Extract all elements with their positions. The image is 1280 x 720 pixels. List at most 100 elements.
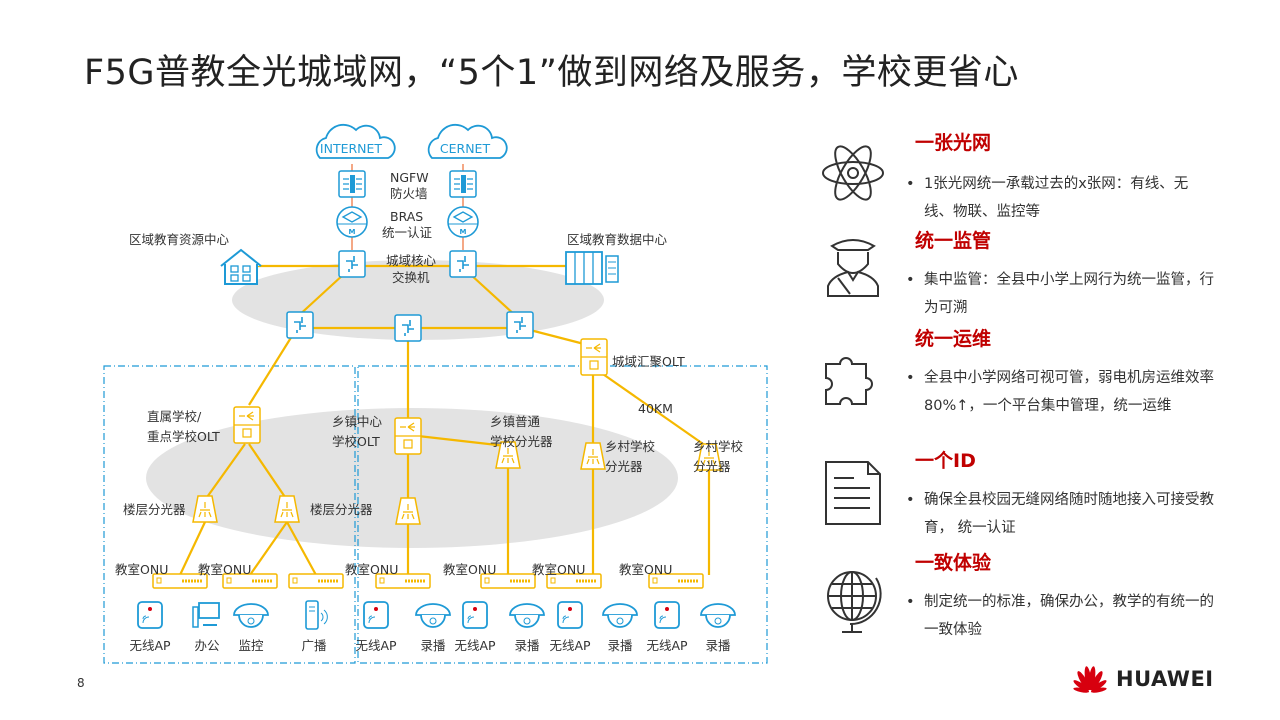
- endpoint-label: 无线AP: [355, 638, 397, 653]
- document-icon: [825, 461, 881, 525]
- village-splitter-label: 乡村学校: [605, 439, 656, 454]
- onu-label: 教室ONU: [619, 562, 672, 577]
- village-splitter-label-2: 分光器: [693, 459, 731, 474]
- direct-school-olt-label: 直属学校/: [147, 409, 202, 424]
- resource-center-label: 区域教育资源中心: [129, 232, 230, 247]
- wireless-ap-icon: [363, 601, 389, 629]
- feature-bullet: 1张光网统一承载过去的x张网：有线、无线、物联、监控等: [906, 170, 1214, 226]
- resource-center-house-icon: [220, 248, 262, 285]
- onu-device-icon: [287, 572, 345, 590]
- svg-text:M: M: [349, 228, 356, 236]
- right-region-box: [357, 365, 768, 664]
- data-center-label: 区域教育数据中心: [567, 232, 668, 247]
- feature-title: 一张光网: [915, 132, 992, 154]
- data-center-icon: [565, 251, 619, 285]
- endpoint-label: 录播: [514, 638, 540, 653]
- globe-icon: [827, 571, 882, 633]
- core-switch-icon: [338, 250, 366, 278]
- village-splitter-label: 乡村学校: [693, 439, 744, 454]
- town-splitter-label: 乡镇普通: [490, 414, 541, 429]
- wireless-ap-icon: [557, 601, 583, 629]
- town-center-olt-label-2: 学校OLT: [332, 434, 380, 449]
- core-switch-label-2: 交换机: [392, 270, 430, 285]
- town-center-olt-icon: [394, 417, 422, 455]
- feature-title: 一致体验: [915, 552, 992, 574]
- camera-icon: [509, 603, 545, 628]
- bras-router-icon: M: [447, 206, 479, 238]
- endpoint-label: 无线AP: [549, 638, 591, 653]
- endpoint-label: 录播: [705, 638, 731, 653]
- feature-title: 一个ID: [915, 450, 976, 472]
- splitter-icon: [580, 442, 606, 470]
- town-center-olt-label: 乡镇中心: [332, 414, 383, 429]
- aggregation-switch-icon: [506, 311, 534, 339]
- endpoint-label: 无线AP: [129, 638, 171, 653]
- fiber-links: [179, 264, 711, 576]
- camera-icon: [602, 603, 638, 628]
- internet-cloud-icon: [315, 123, 396, 159]
- endpoint-label: 办公: [194, 638, 220, 653]
- camera-icon: [233, 603, 269, 628]
- atom-icon: [822, 145, 884, 201]
- endpoint-label: 广播: [301, 638, 327, 653]
- firewall-icon: [338, 170, 366, 198]
- page-number: 8: [77, 676, 85, 690]
- onu-label: 教室ONU: [443, 562, 496, 577]
- splitter-icon: [395, 497, 421, 525]
- cernet-cloud-icon: [427, 123, 508, 159]
- wireless-ap-icon: [654, 601, 680, 629]
- core-switch-icon: [449, 250, 477, 278]
- firewall-label: 防火墙: [390, 186, 428, 201]
- feature-title: 统一运维: [915, 328, 992, 350]
- wireless-ap-icon: [462, 601, 488, 629]
- endpoint-label: 无线AP: [454, 638, 496, 653]
- puzzle-icon: [825, 357, 873, 405]
- feature-bullet: 确保全县校园无缝网络随时随地接入可接受教育， 统一认证: [906, 486, 1214, 542]
- floor-splitter-label: 楼层分光器: [310, 502, 373, 517]
- officer-icon: [827, 239, 879, 297]
- unified-auth-label: 统一认证: [382, 225, 433, 240]
- aggregation-switch-icon: [286, 311, 314, 339]
- cernet-label: CERNET: [440, 141, 491, 156]
- feature-bullet: 集中监管：全县中小学上网行为统一监管，行为可溯: [906, 266, 1214, 322]
- camera-icon: [415, 603, 451, 628]
- direct-school-olt-label-2: 重点学校OLT: [147, 429, 220, 444]
- endpoint-label: 监控: [238, 638, 264, 653]
- feature-bullet: 全县中小学网络可视可管，弱电机房运维效率 80%↑，一个平台集中管理，统一运维: [906, 364, 1214, 420]
- wireless-ap-icon: [137, 601, 163, 629]
- firewall-icon: [449, 170, 477, 198]
- onu-label: 教室ONU: [345, 562, 398, 577]
- endpoint-label: 录播: [420, 638, 446, 653]
- splitter-icon: [192, 495, 218, 523]
- direct-school-olt-icon: [233, 406, 261, 444]
- left-region-box: [103, 365, 356, 664]
- speaker-icon: [305, 600, 328, 630]
- feature-title: 统一监管: [915, 230, 992, 252]
- onu-label: 教室ONU: [115, 562, 168, 577]
- onu-label: 教室ONU: [198, 562, 251, 577]
- svg-text:M: M: [460, 228, 467, 236]
- bras-label: BRAS: [390, 209, 423, 224]
- internet-label: INTERNET: [320, 141, 383, 156]
- endpoint-label: 录播: [607, 638, 633, 653]
- camera-icon: [700, 603, 736, 628]
- feature-bullet: 制定统一的标准，确保办公，教学的有统一的一致体验: [906, 588, 1214, 644]
- huawei-logo: HUAWEI: [1070, 664, 1214, 694]
- ngfw-label: NGFW: [390, 170, 429, 185]
- onu-label: 教室ONU: [532, 562, 585, 577]
- metro-olt-icon: [580, 338, 608, 376]
- core-switch-label: 城域核心: [386, 253, 437, 268]
- huawei-wordmark: HUAWEI: [1116, 667, 1214, 691]
- slide-title: F5G普教全光城域网，“5个1”做到网络及服务，学校更省心: [84, 53, 1019, 93]
- splitter-icon: [274, 495, 300, 523]
- floor-splitter-label: 楼层分光器: [123, 502, 186, 517]
- village-splitter-label-2: 分光器: [605, 459, 643, 474]
- town-splitter-label-2: 学校分光器: [490, 434, 553, 449]
- metro-olt-label: 城域汇聚OLT: [612, 354, 685, 369]
- bras-router-icon: M: [336, 206, 368, 238]
- huawei-petals-icon: [1073, 666, 1107, 693]
- aggregation-switch-icon: [394, 314, 422, 342]
- endpoint-label: 无线AP: [646, 638, 688, 653]
- computer-icon: [192, 602, 220, 628]
